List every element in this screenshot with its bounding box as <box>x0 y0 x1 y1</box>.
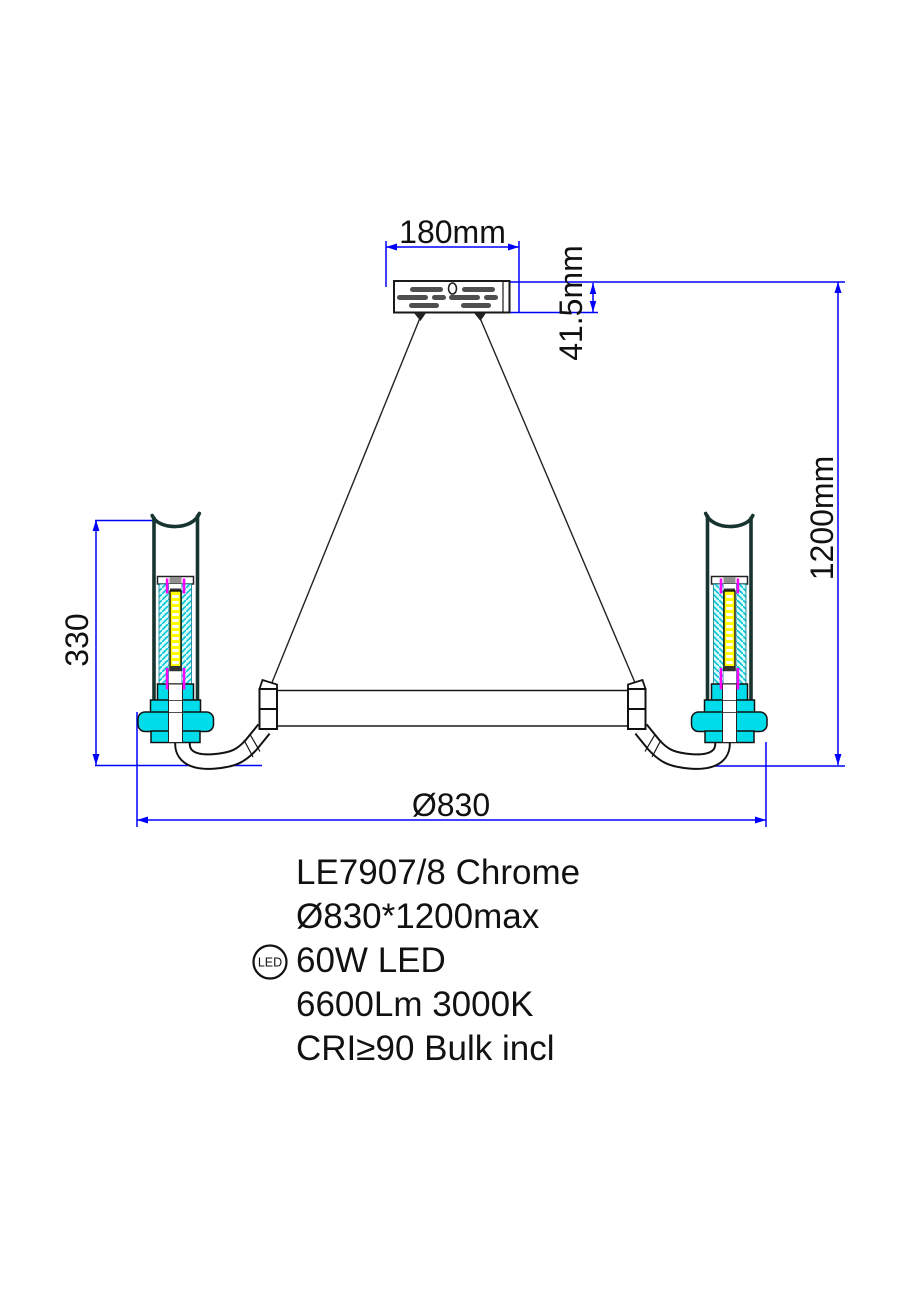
arm-seam <box>249 734 261 752</box>
spec-cri: CRI≥90 Bulk incl <box>296 1029 554 1068</box>
spec-power: 60W LED <box>296 941 446 980</box>
dim-canopy-width-label: 180mm <box>399 214 506 250</box>
bracket-flap <box>258 678 278 690</box>
led-contact <box>182 668 186 690</box>
arm-body <box>176 725 269 768</box>
bracket-cell <box>258 688 278 710</box>
led-contact <box>719 578 723 594</box>
spec-model: LE7907/8 Chrome <box>296 853 580 892</box>
socket-slot <box>722 683 737 743</box>
tube-top-arc <box>150 511 202 529</box>
bracket-cell <box>627 688 647 710</box>
cable-mount-left <box>414 313 426 321</box>
led-end-cap <box>170 666 181 671</box>
dimension-labels: 180mm 41.5mm 1200mm 330 Ø830 <box>59 214 840 823</box>
led-badge-label: LED <box>258 956 282 970</box>
dim-diameter-label: Ø830 <box>412 787 490 823</box>
spec-size: Ø830*1200max <box>296 897 540 936</box>
arm-body <box>636 725 729 768</box>
suspension-cables <box>270 317 637 686</box>
arm-seam <box>243 739 254 758</box>
arm-seam <box>651 739 662 758</box>
dimension-lines <box>92 241 845 827</box>
led-contact <box>165 668 169 690</box>
led-end-cap <box>724 666 735 671</box>
canopy-vent-slots-right <box>449 287 498 308</box>
led-contact <box>719 668 723 690</box>
dim-canopy-height-label: 41.5mm <box>553 245 589 361</box>
bracket-cell <box>627 708 647 730</box>
spec-block: LE7907/8 Chrome Ø830*1200max 60W LED 660… <box>252 853 580 1068</box>
dim-total-height-label: 1200mm <box>804 456 840 581</box>
bracket-cell <box>258 708 278 730</box>
canopy-vent-slots-left <box>397 287 446 308</box>
dim-canopy-height-lines <box>509 281 845 314</box>
led-badge-icon: LED <box>252 944 288 980</box>
bracket-flap <box>627 678 647 690</box>
lamp-assembly <box>137 511 278 770</box>
dim-diameter-lines <box>136 712 767 827</box>
tube-top-arc <box>703 511 755 529</box>
led-contact <box>736 668 740 690</box>
canopy-keyhole <box>447 282 458 295</box>
dim-lamp-height-label: 330 <box>59 613 95 666</box>
socket-slot <box>168 683 183 743</box>
led-contact <box>165 578 169 594</box>
arm-seam <box>644 734 656 752</box>
cable-right <box>479 317 637 686</box>
led-cap-center <box>723 577 736 584</box>
lamp-assembly <box>627 511 768 770</box>
spec-luminous: 6600Lm 3000K <box>296 985 533 1024</box>
dim-total-height-lines <box>700 282 845 767</box>
lamp-left <box>137 511 278 770</box>
cable-left <box>270 317 421 686</box>
ceiling-canopy <box>393 280 511 321</box>
central-bar <box>277 689 628 727</box>
cable-mount-right <box>474 313 486 321</box>
lamp-right <box>627 511 768 770</box>
led-contact <box>736 578 740 594</box>
led-cap-center <box>169 577 182 584</box>
led-contact <box>182 578 186 594</box>
dim-canopy-width-lines <box>385 241 520 313</box>
